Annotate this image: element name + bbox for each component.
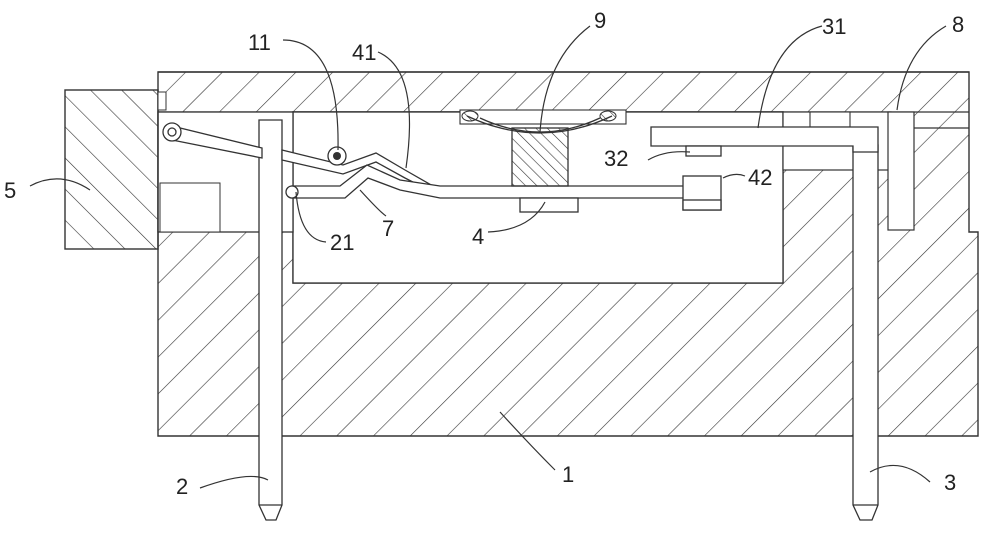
- leader-lines: [29, 25, 947, 489]
- label-11: 11: [248, 30, 271, 55]
- label-9: 9: [594, 8, 606, 33]
- part-9-cup: [461, 110, 617, 187]
- plate-4: [285, 164, 722, 213]
- reference-numerals: 11 41 9 31 8 32 42 5 7 21 4 2 1 3: [4, 8, 964, 499]
- label-32: 32: [604, 146, 628, 171]
- lever-31: [650, 126, 879, 157]
- side-block-5: [64, 89, 167, 250]
- label-1: 1: [562, 462, 574, 487]
- label-2: 2: [176, 474, 188, 499]
- label-21: 21: [330, 230, 354, 255]
- pin-2: [258, 119, 283, 521]
- label-8: 8: [952, 12, 964, 37]
- label-31: 31: [822, 14, 846, 39]
- label-42: 42: [748, 165, 772, 190]
- pin-3: [852, 144, 879, 521]
- label-7: 7: [382, 216, 394, 241]
- label-41: 41: [352, 40, 376, 65]
- link-arm: [162, 122, 263, 159]
- label-4: 4: [472, 224, 484, 249]
- label-5: 5: [4, 178, 16, 203]
- label-3: 3: [944, 470, 956, 495]
